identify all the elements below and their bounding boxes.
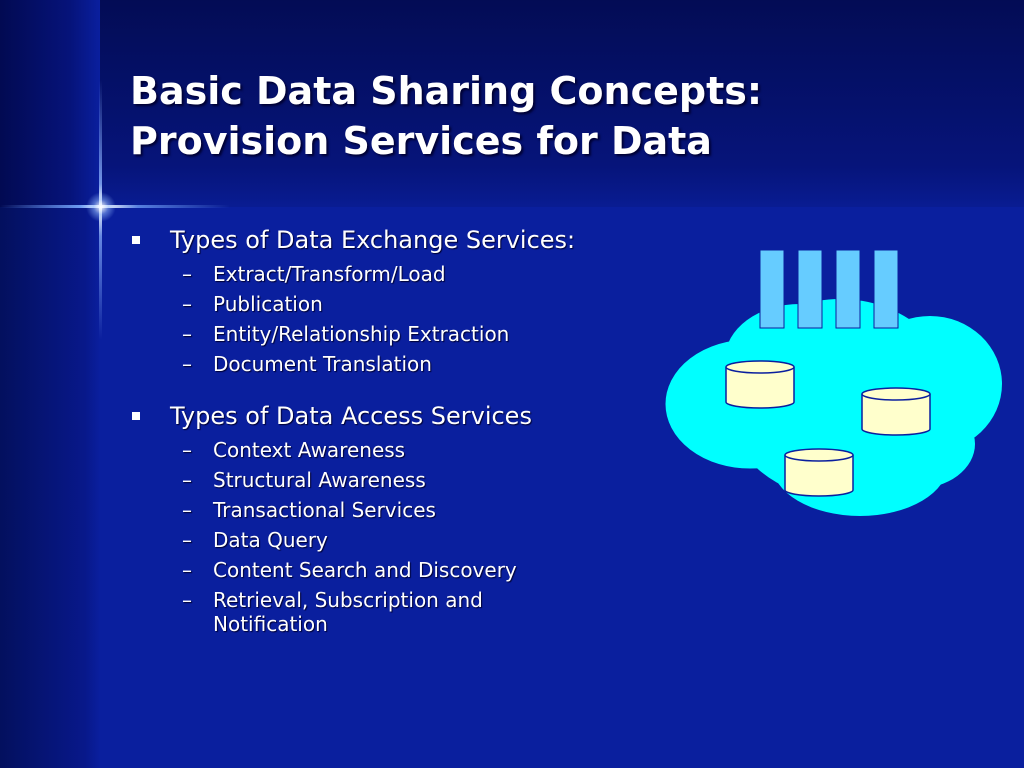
section-heading-text: Types of Data Access Services xyxy=(170,402,532,430)
sub-list: –Context Awareness –Structural Awareness… xyxy=(130,438,650,636)
section-data-exchange: Types of Data Exchange Services: –Extrac… xyxy=(130,224,650,376)
sub-list: –Extract/Transform/Load –Publication –En… xyxy=(130,262,650,376)
dash-icon: – xyxy=(182,588,192,612)
dash-icon: – xyxy=(182,468,192,492)
slide-title: Basic Data Sharing Concepts: Provision S… xyxy=(130,66,990,166)
bullet-content: Types of Data Exchange Services: –Extrac… xyxy=(130,224,650,660)
square-bullet-icon xyxy=(132,412,140,420)
section-data-access: Types of Data Access Services –Context A… xyxy=(130,400,650,636)
database-cylinder xyxy=(861,387,931,436)
list-item: –Structural Awareness xyxy=(130,468,650,492)
server-bars xyxy=(759,249,899,329)
list-item: –Entity/Relationship Extraction xyxy=(130,322,650,346)
left-band-lower xyxy=(0,207,100,768)
list-item-text: Context Awareness xyxy=(213,438,406,462)
list-item: –Extract/Transform/Load xyxy=(130,262,650,286)
server-bar xyxy=(759,249,785,329)
list-item: –Transactional Services xyxy=(130,498,650,522)
list-item-text: Entity/Relationship Extraction xyxy=(213,322,510,346)
list-item: –Document Translation xyxy=(130,352,650,376)
list-item: –Retrieval, Subscription and Notificatio… xyxy=(130,588,543,636)
list-item-text: Data Query xyxy=(213,528,328,552)
list-item: –Publication xyxy=(130,292,650,316)
database-cylinder xyxy=(725,360,795,409)
slide-title-line-1: Basic Data Sharing Concepts: xyxy=(130,69,763,113)
section-heading: Types of Data Exchange Services: xyxy=(130,224,650,256)
slide-title-line-2: Provision Services for Data xyxy=(130,119,712,163)
list-item-text: Extract/Transform/Load xyxy=(213,262,446,286)
dash-icon: – xyxy=(182,262,192,286)
server-bar xyxy=(797,249,823,329)
list-item-text: Retrieval, Subscription and Notification xyxy=(213,588,483,636)
list-item: –Content Search and Discovery xyxy=(130,558,650,582)
dash-icon: – xyxy=(182,352,192,376)
dash-icon: – xyxy=(182,292,192,316)
section-heading: Types of Data Access Services xyxy=(130,400,650,432)
list-item: –Context Awareness xyxy=(130,438,650,462)
list-item-text: Publication xyxy=(213,292,323,316)
dash-icon: – xyxy=(182,498,192,522)
server-bar xyxy=(873,249,899,329)
list-item: –Data Query xyxy=(130,528,650,552)
data-cloud-diagram xyxy=(664,249,1002,516)
dash-icon: – xyxy=(182,438,192,462)
list-item-text: Structural Awareness xyxy=(213,468,426,492)
light-flare-glow xyxy=(86,192,116,222)
section-heading-text: Types of Data Exchange Services: xyxy=(170,226,576,254)
list-item-text: Transactional Services xyxy=(213,498,436,522)
dash-icon: – xyxy=(182,528,192,552)
database-cylinder xyxy=(784,448,854,497)
dash-icon: – xyxy=(182,558,192,582)
square-bullet-icon xyxy=(132,236,140,244)
top-band xyxy=(0,0,1024,207)
list-item-text: Document Translation xyxy=(213,352,432,376)
list-item-text: Content Search and Discovery xyxy=(213,558,517,582)
server-bar xyxy=(835,249,861,329)
dash-icon: – xyxy=(182,322,192,346)
